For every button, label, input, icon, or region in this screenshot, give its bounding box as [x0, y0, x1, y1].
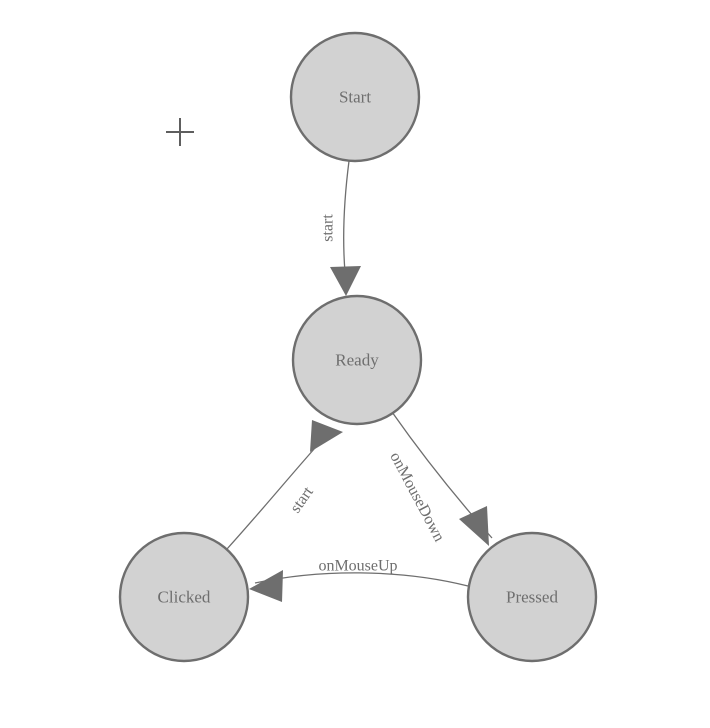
node-label: Pressed	[506, 588, 558, 607]
edge-label-onmousedown: onMouseDown	[386, 449, 447, 544]
edge-start-to-ready[interactable]: start	[320, 160, 362, 296]
arrowhead-icon	[249, 570, 283, 602]
node-circle	[466, 531, 598, 663]
arrowhead-icon	[310, 420, 343, 452]
node-circle	[118, 531, 250, 663]
edge-label-start-2: start	[287, 483, 317, 516]
node-pressed[interactable]: Pressed	[466, 531, 598, 663]
edge-label-start-1: start	[320, 214, 337, 242]
edge-label-onmouseup: onMouseUp	[318, 558, 397, 575]
node-label: Start	[339, 88, 371, 107]
edge-ready-to-pressed[interactable]: onMouseDown	[386, 411, 493, 546]
node-label: Ready	[335, 351, 379, 370]
node-label: Clicked	[158, 588, 211, 607]
node-ready[interactable]: Ready	[291, 294, 423, 426]
edge-line	[254, 572, 469, 587]
edge-pressed-to-clicked[interactable]: onMouseUp	[249, 558, 469, 603]
arrowhead-icon	[459, 506, 489, 546]
node-clicked[interactable]: Clicked	[118, 531, 250, 663]
node-circle	[291, 294, 423, 426]
arrowhead-icon	[330, 266, 361, 296]
edge-clicked-to-ready[interactable]: start	[226, 420, 343, 550]
crosshair-icon	[166, 118, 194, 146]
node-start[interactable]: Start	[289, 31, 421, 163]
edge-line	[342, 160, 350, 273]
node-circle	[289, 31, 421, 163]
